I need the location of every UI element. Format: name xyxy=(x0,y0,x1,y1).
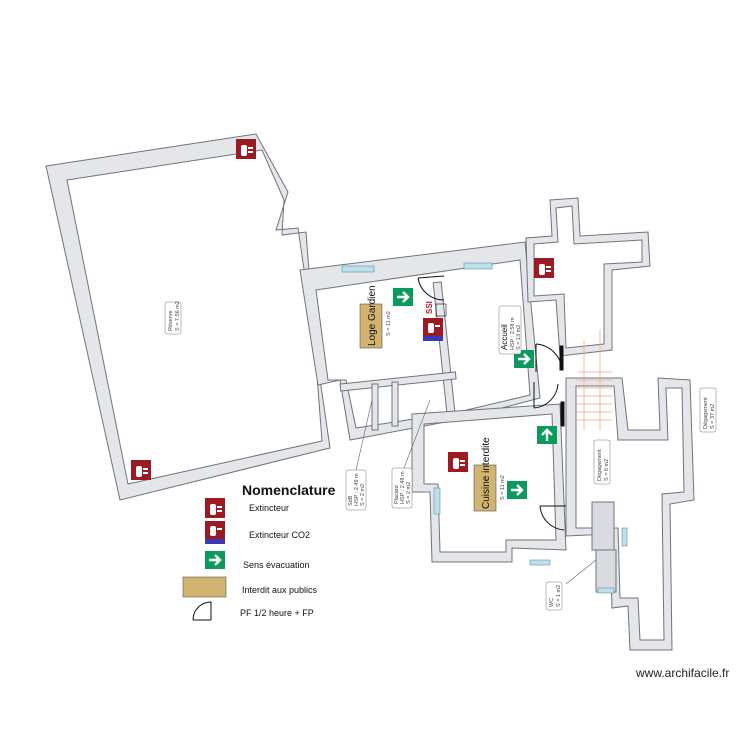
room-tag-degagement1: Dégagement S = 6 m2 xyxy=(593,439,611,485)
room-area-placard: S = 2 m2 xyxy=(406,482,412,504)
room-tags: Réserve S = 7.56 m2 S = 11 m2 Accueil HS… xyxy=(164,301,717,611)
evacuation-arrow-icon xyxy=(537,426,557,444)
extinguisher-icon xyxy=(448,452,468,472)
watermark: www.archifacile.fr xyxy=(636,666,730,680)
evacuation-arrow-icon xyxy=(393,288,413,306)
room-area-cuisine: S = 11 m2 xyxy=(500,475,506,500)
fire-door-icon[interactable] xyxy=(539,505,566,531)
window xyxy=(621,527,628,547)
room-hsp-placard: HSP : 2.49 m xyxy=(400,471,406,504)
legend-title: Nomenclature xyxy=(242,482,336,498)
stair-line xyxy=(583,330,601,430)
extinguisher-signs: SSI xyxy=(131,139,554,480)
room-area-sdb: S = 2 m2 xyxy=(360,484,366,506)
forbidden-zone-swatch xyxy=(473,464,497,512)
door-leaf xyxy=(559,345,564,371)
leader-line xyxy=(355,399,373,471)
legend-label-evacuation: Sens évacuation xyxy=(243,560,310,570)
legend-label-pf: PF 1/2 heure + FP xyxy=(240,608,314,618)
extinguisher-icon xyxy=(131,460,151,480)
room-hsp-accueil: HSP : 2.58 m xyxy=(510,317,516,350)
forbidden-zone-swatch xyxy=(182,576,227,598)
evacuation-arrow-icon xyxy=(514,350,534,368)
windows xyxy=(341,262,628,594)
doors xyxy=(417,275,566,531)
room-area-loge: S = 11 m2 xyxy=(386,311,392,336)
fire-door-icon xyxy=(192,601,212,621)
room-tag-reserve: Réserve S = 7.56 m2 xyxy=(164,301,182,335)
room-area-degagement1: S = 6 m2 xyxy=(604,459,610,481)
reserve-walls xyxy=(45,133,331,501)
legend-label-extincteur: Extincteur xyxy=(249,503,290,513)
room-name-loge: Loge Gardien xyxy=(367,285,378,346)
room-name-reserve: Réserve xyxy=(168,311,174,331)
window xyxy=(463,262,493,270)
fire-door-icon[interactable] xyxy=(535,343,563,372)
extinguisher-icon xyxy=(236,139,256,159)
room-tag-degagement2: Dégagement S = 37 m2 xyxy=(699,387,717,433)
legend-label-interdit: Interdit aux publics xyxy=(242,585,318,595)
room-name-accueil: Accueil xyxy=(500,324,509,350)
extinguisher-icon xyxy=(205,498,225,518)
room-name-degagement1: Dégagement xyxy=(597,449,603,481)
room-area-wc: S = 1 m2 xyxy=(556,585,562,607)
walls xyxy=(45,133,695,651)
window xyxy=(529,559,551,566)
ssi-box xyxy=(435,303,447,317)
co2-extinguisher-icon xyxy=(205,521,225,544)
room-name-wc: WC xyxy=(549,598,555,607)
room-tag-loge-area: S = 11 m2 xyxy=(386,311,392,336)
room-area-reserve: S = 7.56 m2 xyxy=(175,301,181,331)
room-name-degagement2: Dégagement xyxy=(703,397,709,429)
stairs xyxy=(576,330,612,430)
extinguisher-icon xyxy=(534,258,554,278)
co2-extinguisher-icon xyxy=(423,318,443,341)
legend-label-co2: Extincteur CO2 xyxy=(249,530,311,540)
leader-line xyxy=(565,559,597,585)
fire-door-icon[interactable] xyxy=(533,382,559,409)
partition-wall xyxy=(371,383,379,431)
door-leaf xyxy=(560,401,565,427)
partition-wall xyxy=(391,381,399,427)
legend-icons xyxy=(182,498,227,621)
window xyxy=(597,587,615,594)
stair-block xyxy=(595,549,617,593)
forbidden-zones: Loge Gardien Cuisine interdite xyxy=(359,285,497,512)
room-hsp-sdb: HSP : 2.49 m xyxy=(354,473,360,506)
partition-wall xyxy=(432,281,456,413)
evacuation-signs xyxy=(393,288,557,499)
cuisine-walls xyxy=(411,403,567,563)
room-tag-sdb: SdB HSP : 2.49 m S = 2 m2 xyxy=(345,469,367,511)
room-area-accueil: S = 13 m2 xyxy=(516,325,522,350)
room-name-sdb: SdB xyxy=(348,495,354,506)
stair-block xyxy=(591,501,615,551)
room-tag-wc: WC S = 1 m2 xyxy=(545,581,563,611)
window xyxy=(341,265,375,273)
room-tag-cuisine-area: S = 11 m2 xyxy=(500,475,506,500)
fire-door-icon[interactable] xyxy=(417,275,445,301)
forbidden-zone-swatch xyxy=(359,303,383,349)
room-tag-placard: Placard HSP : 2.49 m S = 2 m2 xyxy=(391,467,413,509)
stair-line xyxy=(576,371,612,421)
evacuation-arrow-icon xyxy=(205,551,225,569)
room-name-placard: Placard xyxy=(394,485,400,504)
room-area-degagement2: S = 37 m2 xyxy=(710,404,716,429)
evacuation-arrow-icon xyxy=(507,481,527,499)
leader-line xyxy=(403,399,431,469)
ssi-label: SSI xyxy=(425,301,434,314)
degagement-walls xyxy=(565,377,695,651)
room-name-cuisine: Cuisine interdite xyxy=(481,437,492,509)
corridor-walls xyxy=(525,197,651,357)
room-tag-accueil: Accueil HSP : 2.58 m S = 13 m2 xyxy=(498,305,522,355)
window xyxy=(433,487,441,515)
